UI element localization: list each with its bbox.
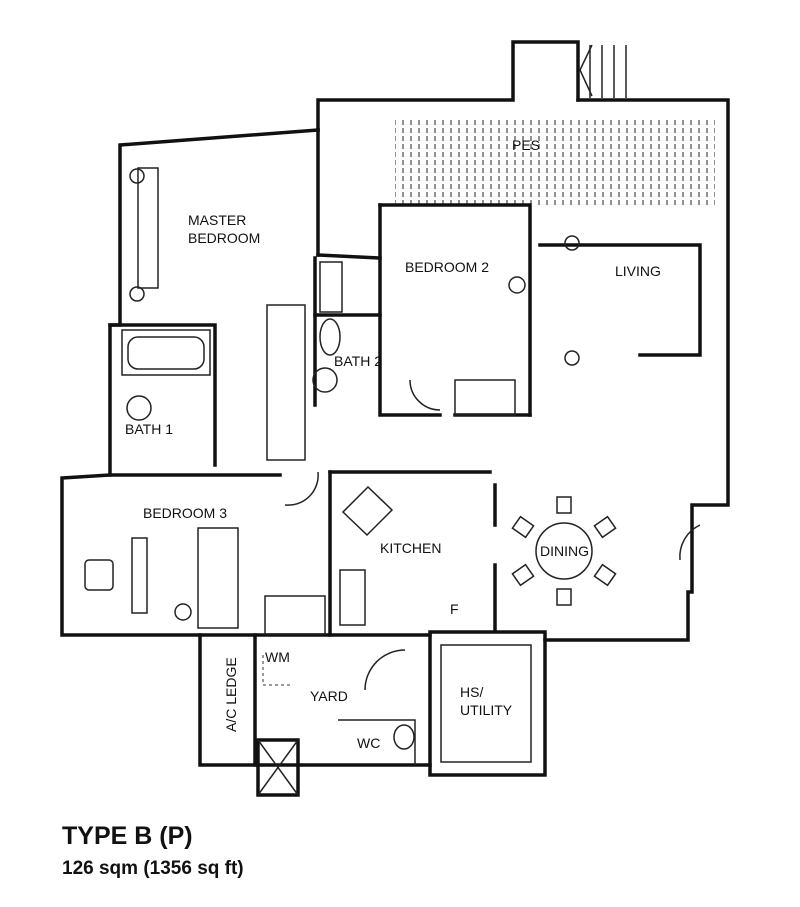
unit-type-title: TYPE B (P) xyxy=(62,822,193,850)
unit-area: 126 sqm (1356 sq ft) xyxy=(62,858,244,879)
fridge-label: F xyxy=(450,601,459,617)
room-label-yard: YARD xyxy=(310,688,348,704)
room-label-bedroom-2: BEDROOM 2 xyxy=(405,259,489,275)
room-label-wc: WC xyxy=(357,735,380,751)
room-label-living: LIVING xyxy=(615,263,661,279)
room-label-bath-2: BATH 2 xyxy=(334,353,382,369)
washing-machine-label: WM xyxy=(265,649,290,665)
room-label-master-bedroom-2: BEDROOM xyxy=(188,230,260,246)
room-label-ac-ledge: A/C LEDGE xyxy=(223,657,239,732)
room-label-kitchen: KITCHEN xyxy=(380,540,441,556)
room-label-pes: PES xyxy=(512,137,540,153)
room-label-master-bedroom: MASTER xyxy=(188,212,246,228)
room-label-dining: DINING xyxy=(540,543,589,559)
room-label-hs: HS/ xyxy=(460,684,483,700)
fixtures xyxy=(84,167,701,750)
pes-hatch xyxy=(395,120,715,205)
dining-table xyxy=(511,496,617,606)
room-label-utility: UTILITY xyxy=(460,702,513,718)
room-label-bath-1: BATH 1 xyxy=(125,421,173,437)
stairs xyxy=(579,44,627,98)
outer-walls xyxy=(60,40,730,797)
room-label-bedroom-3: BEDROOM 3 xyxy=(143,505,227,521)
